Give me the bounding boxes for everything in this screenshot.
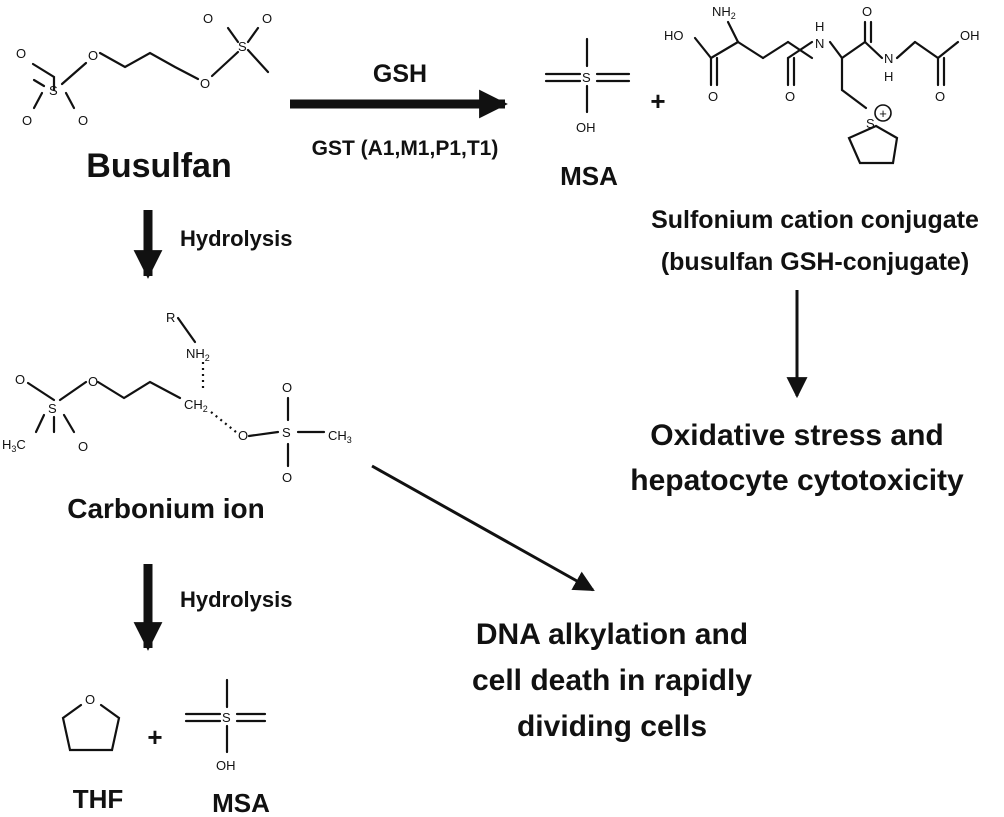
thf-label: THF bbox=[73, 784, 124, 814]
plus-sign-bottom: + bbox=[147, 722, 162, 752]
atom-s: S bbox=[222, 710, 231, 725]
atom-o: O bbox=[785, 89, 795, 104]
atom-s: S bbox=[238, 39, 247, 54]
oxidative-label-line2: hepatocyte cytotoxicity bbox=[630, 464, 964, 497]
atom-r: R bbox=[166, 310, 175, 325]
atom-o: O bbox=[203, 11, 213, 26]
atom-o: O bbox=[282, 470, 292, 485]
atom-oh: OH bbox=[576, 120, 596, 135]
atom-s-cation: S bbox=[866, 116, 875, 131]
oxidative-label-line1: Oxidative stress and bbox=[650, 419, 943, 452]
atom-o: O bbox=[15, 372, 25, 387]
atom-h: H bbox=[815, 19, 824, 34]
atom-ch2: CH2 bbox=[184, 397, 208, 414]
gsh-label: GSH bbox=[373, 60, 427, 88]
carbonium-ion-label: Carbonium ion bbox=[67, 493, 265, 524]
atom-o: O bbox=[88, 374, 98, 389]
dna-label-line2: cell death in rapidly bbox=[472, 664, 752, 697]
atom-s: S bbox=[48, 401, 57, 416]
atom-o: O bbox=[85, 692, 95, 707]
atom-oh: OH bbox=[960, 28, 980, 43]
atom-o: O bbox=[708, 89, 718, 104]
atom-o: O bbox=[16, 46, 26, 61]
atom-oh: OH bbox=[216, 758, 236, 773]
atom-o: O bbox=[78, 439, 88, 454]
atom-o: O bbox=[862, 4, 872, 19]
dna-label-line3: dividing cells bbox=[517, 710, 707, 743]
atom-n: N bbox=[884, 51, 893, 66]
busulfan-structure: O O S O O O S O O bbox=[16, 11, 272, 128]
atom-o: O bbox=[935, 89, 945, 104]
hydrolysis-label-1: Hydrolysis bbox=[180, 226, 293, 251]
atom-nh2: NH2 bbox=[712, 4, 736, 21]
atom-s: S bbox=[49, 83, 58, 98]
carbonium-ion-structure: O S O O H3C R NH2 CH2 O S O O CH3 bbox=[2, 310, 352, 485]
conjugate-label-line1: Sulfonium cation conjugate bbox=[651, 206, 979, 234]
atom-ch3: CH3 bbox=[328, 428, 352, 445]
atom-ho: HO bbox=[664, 28, 684, 43]
plus-charge-icon: + bbox=[879, 106, 887, 121]
atom-h: H bbox=[884, 69, 893, 84]
hydrolysis-label-2: Hydrolysis bbox=[180, 587, 293, 612]
atom-n: N bbox=[815, 36, 824, 51]
thf-structure: O bbox=[61, 692, 121, 752]
atom-o: O bbox=[88, 48, 98, 63]
atom-o: O bbox=[282, 380, 292, 395]
atom-o: O bbox=[262, 11, 272, 26]
msa-label-bottom: MSA bbox=[212, 788, 270, 817]
conjugate-label-line2: (busulfan GSH-conjugate) bbox=[661, 248, 969, 276]
msa-structure-top: S OH bbox=[544, 37, 631, 135]
atom-o: O bbox=[238, 428, 248, 443]
plus-sign-top: + bbox=[650, 86, 665, 116]
atom-h3c: H3C bbox=[2, 437, 26, 454]
busulfan-label: Busulfan bbox=[86, 147, 231, 185]
sulfonium-conjugate-structure: HO O NH2 O N H O N H O OH S + bbox=[664, 4, 980, 165]
atom-o: O bbox=[78, 113, 88, 128]
dna-label-line1: DNA alkylation and bbox=[476, 618, 748, 651]
msa-structure-bottom: S OH bbox=[184, 678, 267, 773]
msa-label-top: MSA bbox=[560, 161, 618, 191]
carbonium-to-dna-arrow bbox=[371, 464, 595, 592]
atom-s: S bbox=[582, 70, 591, 85]
atom-s: S bbox=[282, 425, 291, 440]
atom-o: O bbox=[22, 113, 32, 128]
atom-nh2: NH2 bbox=[186, 346, 210, 363]
atom-o: O bbox=[200, 76, 210, 91]
gst-enzyme-label: GST (A1,M1,P1,T1) bbox=[312, 137, 499, 160]
